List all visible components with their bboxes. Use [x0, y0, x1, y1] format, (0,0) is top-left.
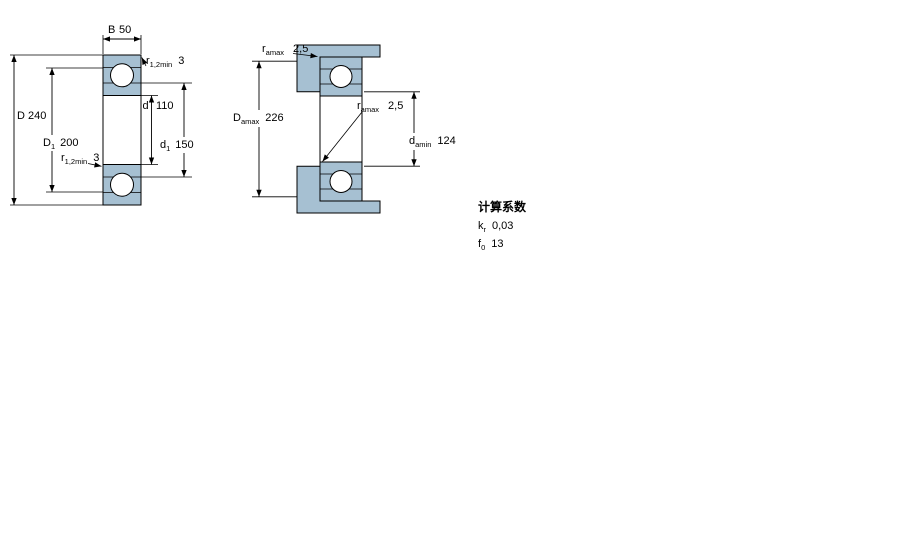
leader-line — [322, 111, 363, 162]
ball-bottom — [110, 172, 134, 197]
bearing-section-view — [102, 54, 142, 206]
leader-line — [292, 53, 318, 59]
calculation-factors-heading: 计算系数 — [478, 199, 527, 214]
ball-top — [110, 63, 134, 88]
abutment-view — [296, 44, 381, 214]
ball-top — [329, 65, 353, 88]
leader-line — [87, 162, 102, 168]
leader-line — [141, 57, 148, 67]
ball-bottom — [329, 170, 353, 193]
